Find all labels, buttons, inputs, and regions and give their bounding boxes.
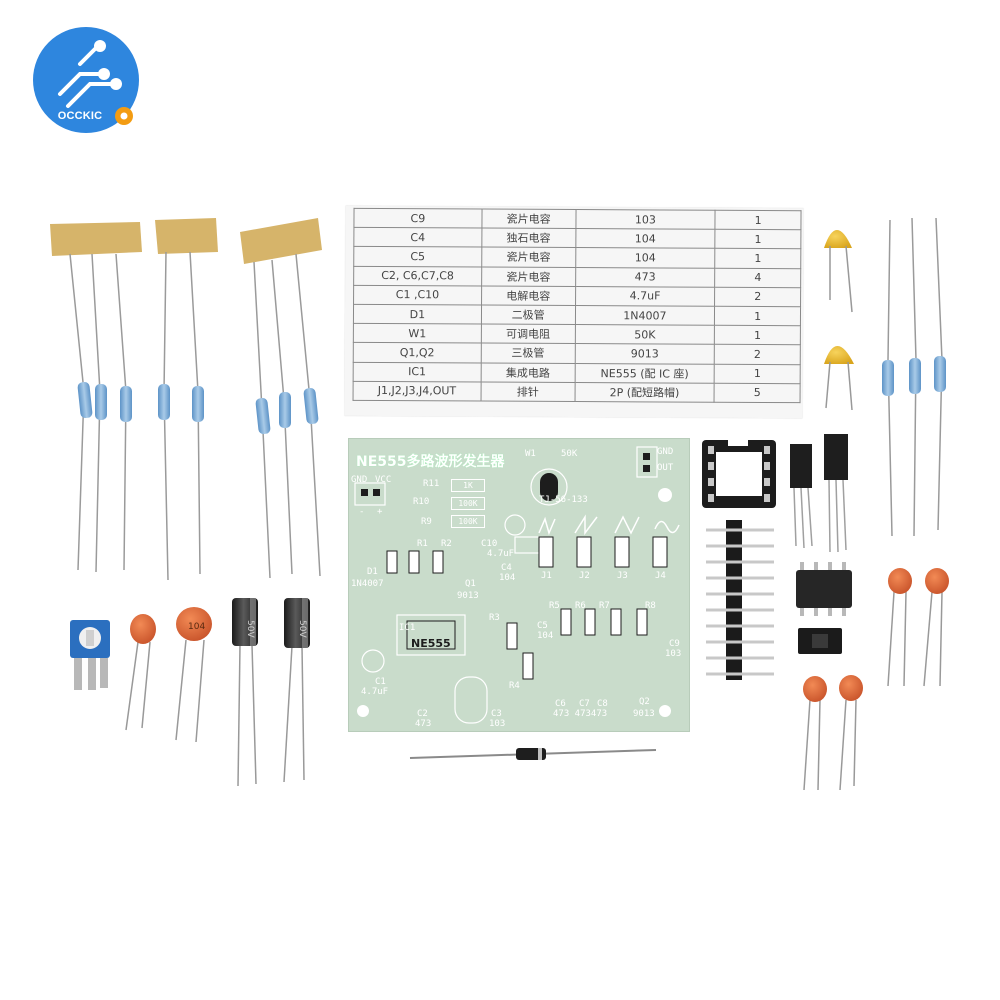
ne555-label: NE555 bbox=[411, 637, 451, 650]
q1-label: Q1 bbox=[465, 579, 476, 589]
c1-label: C1 bbox=[375, 677, 386, 687]
c3-label: C3 bbox=[491, 709, 502, 719]
q2-value: 9013 bbox=[633, 709, 655, 719]
c10-value: 4.7uF bbox=[487, 549, 515, 559]
gnd-left-label: GND bbox=[351, 475, 368, 485]
c5-value: 104 bbox=[537, 631, 554, 641]
c4-value: 104 bbox=[499, 573, 516, 583]
r6-label: R6 bbox=[575, 601, 586, 611]
brand-logo bbox=[30, 24, 142, 136]
ic1-label: IC1 bbox=[399, 623, 416, 633]
r5-label: R5 bbox=[549, 601, 560, 611]
diode bbox=[409, 748, 657, 760]
j4-label: J4 bbox=[655, 571, 666, 581]
logo-icon bbox=[33, 27, 139, 133]
c7-label: C7 bbox=[579, 699, 590, 709]
c4-label: C4 bbox=[501, 563, 512, 573]
d1-label: D1 bbox=[367, 567, 378, 577]
resistor-strip-left bbox=[50, 218, 218, 581]
c9-label: C9 bbox=[669, 639, 680, 649]
pin-header bbox=[706, 520, 774, 680]
r1-label: R1 bbox=[417, 539, 428, 549]
ne555-chip bbox=[796, 562, 852, 616]
r7-label: R7 bbox=[599, 601, 610, 611]
r3-label: R3 bbox=[489, 613, 500, 623]
electrolytic-label-2: 50V bbox=[297, 620, 307, 638]
c2-value: 473 bbox=[415, 719, 432, 729]
j2-label: J2 bbox=[579, 571, 590, 581]
c9-value: 103 bbox=[665, 649, 682, 659]
r10-label: R10 bbox=[413, 497, 430, 507]
c5-label: C5 bbox=[537, 621, 548, 631]
c2-label: C2 bbox=[417, 709, 428, 719]
minus-label: - bbox=[359, 507, 365, 517]
r11-label: R11 bbox=[423, 479, 440, 489]
model-label: TJ-56-133 bbox=[539, 495, 588, 505]
r4-label: R4 bbox=[509, 681, 520, 691]
out-label: OUT bbox=[657, 463, 674, 473]
logo-text: OCCKIC bbox=[57, 110, 103, 122]
r8-label: R8 bbox=[645, 601, 656, 611]
q2-label: Q2 bbox=[639, 697, 650, 707]
r10-value: 100K bbox=[451, 497, 485, 510]
c3-value: 103 bbox=[489, 719, 506, 729]
pcb-board: W1 50K GND OUT GND VCC - + R11 R10 R9 1K… bbox=[348, 438, 690, 732]
d1-value: 1N4007 bbox=[351, 579, 384, 589]
c678-values: 473 473473 bbox=[553, 709, 608, 719]
j1-label: J1 bbox=[541, 571, 552, 581]
pcb-title: NE555多路波形发生器 bbox=[356, 454, 505, 470]
ceramic-cap-label: 104 bbox=[188, 622, 205, 632]
transistors bbox=[790, 434, 848, 553]
plus-label: + bbox=[377, 507, 383, 517]
r9-label: R9 bbox=[421, 517, 432, 527]
r11-value: 1K bbox=[451, 479, 485, 492]
yellow-ceramic-capacitors bbox=[824, 230, 854, 411]
ic-socket bbox=[702, 440, 776, 508]
jumper-cap bbox=[798, 628, 842, 654]
c6-label: C6 bbox=[555, 699, 566, 709]
electrolytic-label-1: 50V bbox=[245, 620, 255, 638]
vcc-label: VCC bbox=[375, 475, 392, 485]
electrolytic-capacitors bbox=[232, 598, 310, 787]
resistor-group-right bbox=[882, 217, 946, 537]
w1-label: W1 bbox=[525, 449, 536, 459]
ceramic-capacitors-right bbox=[803, 568, 949, 791]
j3-label: J3 bbox=[617, 571, 628, 581]
c8-label: C8 bbox=[597, 699, 608, 709]
c1-value: 4.7uF bbox=[361, 687, 389, 697]
pot-value-label: 50K bbox=[561, 449, 578, 459]
ceramic-capacitors-left bbox=[125, 607, 212, 743]
c10-label: C10 bbox=[481, 539, 498, 549]
trimmer-potentiometer bbox=[70, 620, 110, 690]
r2-label: R2 bbox=[441, 539, 452, 549]
pcb-traces bbox=[354, 446, 680, 724]
r9-value: 100K bbox=[451, 515, 485, 528]
resistor-strip-middle bbox=[240, 218, 322, 579]
gnd-right-label: GND bbox=[657, 447, 674, 457]
q1-value: 9013 bbox=[457, 591, 479, 601]
